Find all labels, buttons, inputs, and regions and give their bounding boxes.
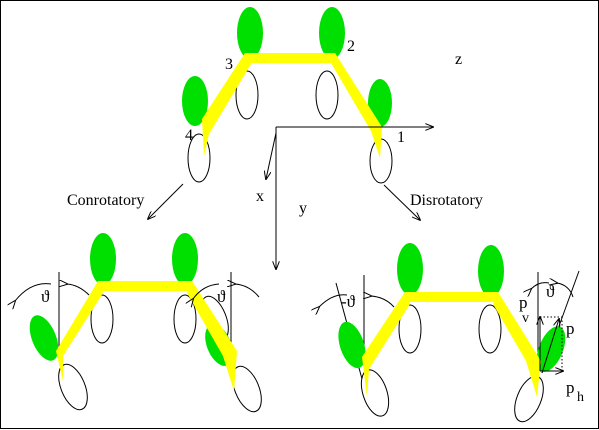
orbital-lobe-green [237, 7, 263, 59]
orbital-lobe-outline [360, 369, 390, 417]
p-v-subscript: v [522, 311, 529, 326]
disrotatory-arrow [383, 184, 420, 220]
p-label: p [566, 319, 575, 338]
orbital-lobe-outline [232, 365, 262, 413]
rotation-arc [67, 284, 90, 296]
rotation-arc [371, 296, 395, 308]
rotation-arc [193, 283, 220, 299]
theta-label: ϑ [217, 287, 226, 306]
orbital-lobe-green [319, 7, 345, 59]
orbital-lobe-outline [478, 304, 502, 354]
theta-label: -ϑ [341, 292, 356, 311]
orbital-lobe-green [90, 233, 116, 285]
axis-label-y: y [299, 200, 307, 217]
orbital-lobe-outline [398, 304, 422, 354]
top-butadiene: 3 2 4 1 [182, 7, 405, 184]
atom-label-4: 4 [185, 127, 193, 144]
rotation-arc [531, 282, 550, 289]
bond-wedge [362, 292, 410, 397]
orbital-lobe-outline [315, 70, 339, 120]
atom-label-1: 1 [397, 129, 405, 146]
orbital-lobe-green [172, 233, 198, 285]
conrotatory-butadiene: ϑ ϑ [15, 233, 262, 413]
x-axis-arrow [266, 132, 277, 179]
bond-wedge [202, 53, 251, 156]
conrotatory-arrow [148, 183, 184, 219]
orbital-lobe-green [397, 243, 423, 295]
bond-wedge [187, 281, 237, 391]
atom-label-2: 2 [347, 38, 355, 55]
p-vector [541, 319, 559, 374]
orbital-lobe-outline [235, 70, 259, 120]
orbital-lobe-green [536, 326, 566, 372]
rotation-arc [557, 283, 574, 298]
bond-wedge [56, 281, 103, 381]
bond-wedge [493, 292, 541, 397]
p-h-subscript: h [577, 390, 584, 405]
orbital-lobe-green [182, 76, 208, 126]
orbital-lobe-green [338, 321, 366, 369]
conrotatory-label: Conrotatory [67, 192, 144, 209]
axis-label-z: z [455, 51, 462, 68]
bond-wedge [331, 53, 382, 158]
p-v-label: p [519, 293, 528, 312]
axis-label-x: x [256, 188, 264, 205]
coordinate-axes [266, 127, 433, 269]
theta-label: ϑ [41, 287, 50, 306]
bond-wedge [98, 281, 192, 291]
rotation-arc [319, 294, 348, 307]
orbital-lobe-green [478, 245, 504, 297]
orbital-lobe-outline [90, 294, 114, 344]
atom-label-3: 3 [225, 56, 233, 73]
disrotatory-label: Disrotatory [410, 192, 483, 209]
bond-wedge [245, 53, 335, 63]
rotation-arc [15, 283, 52, 301]
rotation-arc [235, 284, 260, 298]
orbital-lobe-outline [58, 363, 88, 411]
orbital-lobe-green [29, 315, 59, 361]
bond-wedge [405, 292, 498, 302]
disrotatory-butadiene: -ϑ ϑ p v p p h [319, 243, 584, 423]
theta-label: ϑ [546, 282, 555, 301]
p-h-label: p [566, 378, 575, 397]
orbital-lobe-outline [514, 375, 544, 423]
orbital-lobe-outline [369, 138, 393, 184]
